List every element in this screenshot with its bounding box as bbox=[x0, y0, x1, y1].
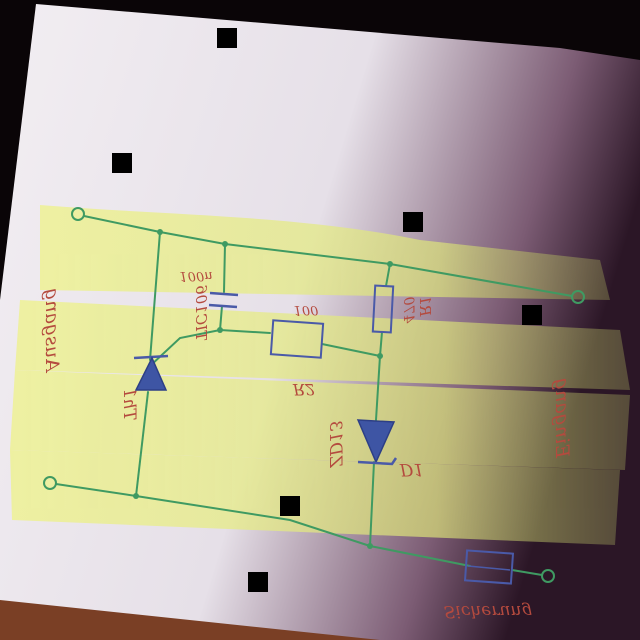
resistor-r1 bbox=[371, 284, 395, 334]
r2-to-zener-wire bbox=[321, 343, 381, 357]
fuse-symbol bbox=[463, 549, 515, 585]
output-terminal-bottom bbox=[43, 476, 57, 490]
gate-wire bbox=[149, 328, 271, 367]
junction-dots bbox=[133, 229, 393, 549]
input-terminal-top bbox=[571, 290, 585, 304]
input-label: Eingang bbox=[551, 378, 573, 459]
resistor-r2 bbox=[269, 319, 325, 359]
thyristor-part-label: TIC106 bbox=[192, 285, 210, 341]
highlighter-marks bbox=[10, 205, 630, 545]
output-label: Ausgang bbox=[41, 288, 63, 374]
r1-wire-top bbox=[385, 263, 391, 287]
thyristor-to-bottom-wire bbox=[135, 391, 149, 497]
zener-to-bottom-wire bbox=[369, 461, 375, 547]
redaction-squares bbox=[112, 28, 542, 592]
capacitor-value-label: 100n bbox=[179, 268, 212, 283]
r1-name-label: R1 bbox=[416, 296, 434, 318]
output-terminal-top bbox=[71, 207, 85, 221]
thyristor-symbol bbox=[133, 354, 169, 391]
zener-name-label: D1 bbox=[399, 459, 424, 479]
capacitor bbox=[208, 291, 239, 309]
bottom-rail-wire bbox=[55, 483, 471, 567]
capacitor-wire-bottom bbox=[219, 305, 223, 331]
capacitor-wire-top bbox=[223, 243, 226, 293]
thyristor-column-wire bbox=[149, 231, 161, 361]
r2-name-label: R2 bbox=[292, 380, 315, 399]
r1-value-label: 470 bbox=[400, 297, 416, 325]
zener-part-label: ZD13 bbox=[325, 420, 345, 468]
fuse-to-terminal-wire bbox=[511, 569, 543, 576]
fuse-label: Sicherung bbox=[444, 601, 533, 621]
zener-diode-symbol bbox=[356, 419, 398, 466]
terminals bbox=[43, 207, 585, 583]
r2-value-label: 100 bbox=[294, 302, 319, 317]
thyristor-label: Th1 bbox=[119, 387, 139, 420]
fuse-inner-line bbox=[467, 565, 511, 571]
input-terminal-bottom bbox=[541, 569, 555, 583]
